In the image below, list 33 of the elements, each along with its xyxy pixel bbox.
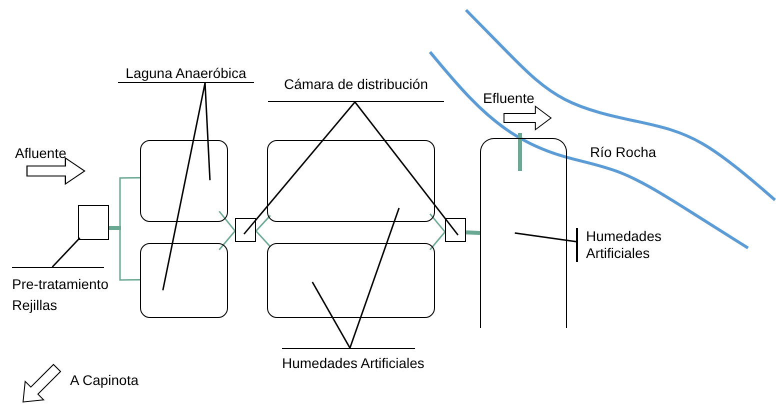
place-label: A Capinota xyxy=(70,372,138,389)
pond-basin xyxy=(267,243,435,318)
leader-line xyxy=(354,102,459,236)
leader-line xyxy=(162,82,206,290)
leader-line xyxy=(52,237,80,268)
leader-line xyxy=(349,208,400,348)
pond-basin xyxy=(140,243,228,318)
leader-callout xyxy=(268,76,444,102)
leader-line xyxy=(312,282,351,348)
pipe-line xyxy=(429,231,446,250)
pipe-line xyxy=(466,230,480,235)
leader-line xyxy=(204,82,211,180)
leader-line xyxy=(514,232,576,242)
callout-text: Humedades Artificiales xyxy=(282,355,426,372)
pond-basin xyxy=(267,140,435,222)
place-label: Río Rocha xyxy=(590,144,656,161)
callout-text: Pre-tratamiento Rejillas xyxy=(12,275,110,315)
pipe-line xyxy=(255,214,271,232)
place-label: Efluente xyxy=(483,90,534,107)
pipe-line xyxy=(218,230,236,250)
leader-line xyxy=(243,102,356,235)
callout-text: Cámara de distribución xyxy=(283,76,429,93)
pipe-line xyxy=(255,230,271,248)
distribution-chamber xyxy=(235,218,256,242)
pipe-line xyxy=(218,210,236,232)
screen-chamber xyxy=(78,205,109,240)
pond-basin xyxy=(480,138,567,328)
pipe-line xyxy=(429,213,446,232)
callout-text: Humedades Artificiales xyxy=(586,228,662,262)
place-label: Afluente xyxy=(15,145,66,162)
callout-text: Laguna Anaeróbica xyxy=(124,65,248,82)
pond-basin xyxy=(140,140,228,222)
distribution-chamber xyxy=(445,218,466,242)
